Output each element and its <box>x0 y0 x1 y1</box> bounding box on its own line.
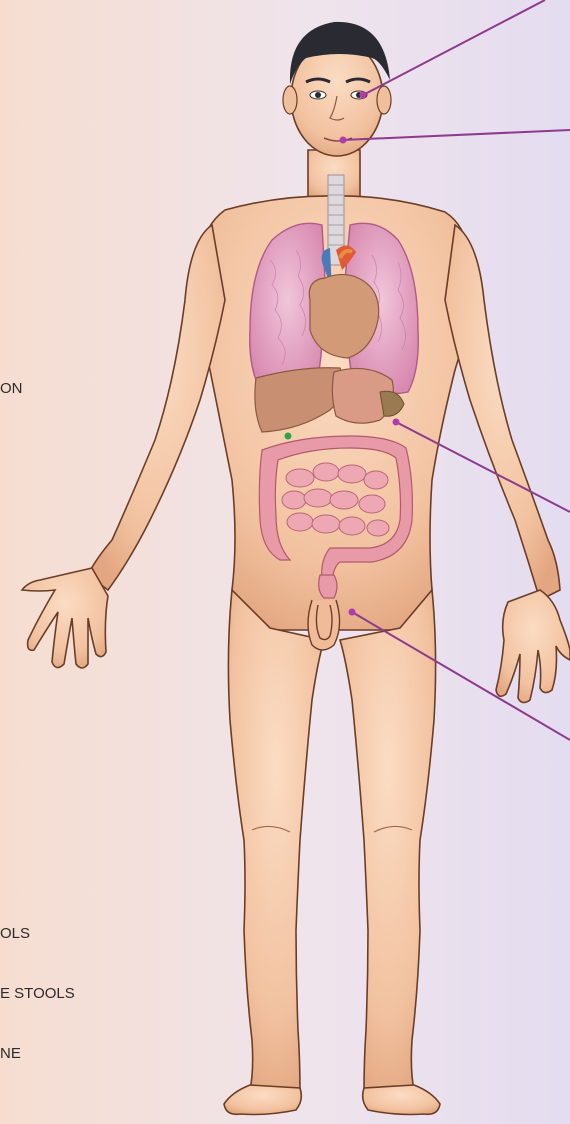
abdomen-pointer-dot <box>393 419 400 426</box>
eye-pointer-dot <box>360 92 367 99</box>
groin-outline <box>308 600 340 650</box>
pointer-line-eye <box>363 0 545 95</box>
groin-pointer-dot <box>349 609 356 616</box>
mouth-pointer-dot <box>340 137 347 144</box>
pointer-line-mouth <box>343 130 570 140</box>
